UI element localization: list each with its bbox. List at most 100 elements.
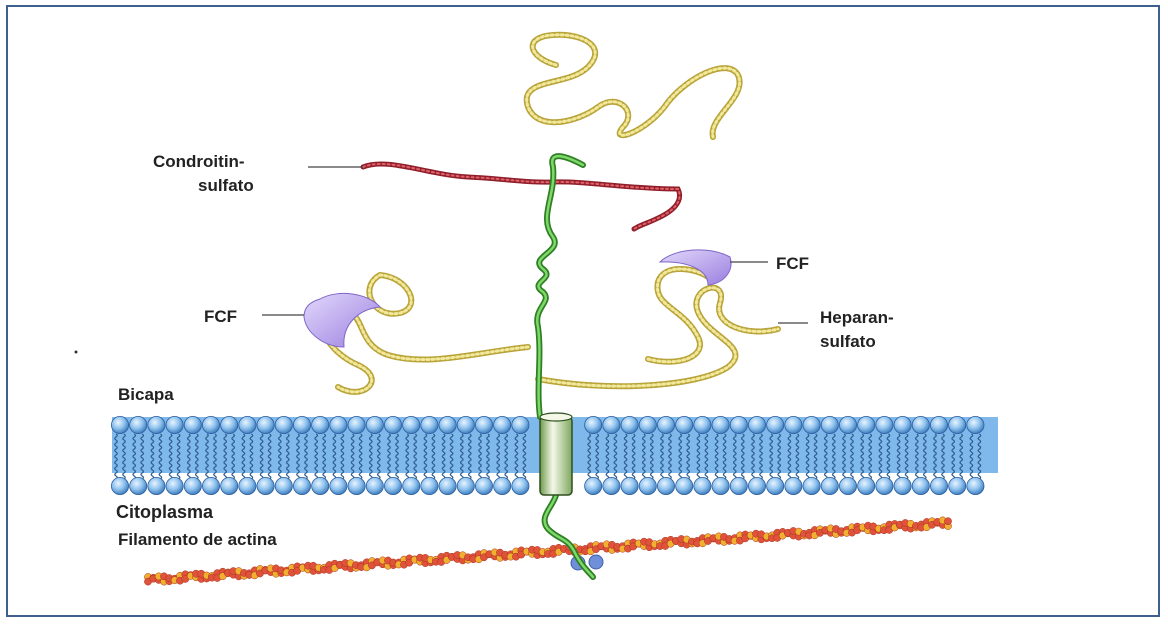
stray-dot xyxy=(75,351,78,354)
lipid-head xyxy=(621,477,638,494)
diagram-frame: Condroitin- sulfato FCF FCF Heparan- sul… xyxy=(6,5,1160,617)
lipid-head xyxy=(239,416,256,433)
lipid-head xyxy=(894,477,911,494)
lipid-head xyxy=(949,416,966,433)
lipid-head xyxy=(621,416,638,433)
lipid-head xyxy=(748,416,765,433)
label-citoplasma: Citoplasma xyxy=(116,502,214,522)
lipid-head xyxy=(803,477,820,494)
lipid-head xyxy=(439,416,456,433)
core-protein xyxy=(537,156,593,577)
lipid-head xyxy=(785,477,802,494)
label-heparan-line1: Heparan- xyxy=(820,308,894,327)
lipid-head xyxy=(111,416,128,433)
lipid-head xyxy=(293,477,310,494)
lipid-head xyxy=(184,477,201,494)
lipid-head xyxy=(239,477,256,494)
lipid-head xyxy=(148,416,165,433)
lipid-head xyxy=(839,477,856,494)
lipid-head xyxy=(894,416,911,433)
heparan-chain-right xyxy=(538,288,778,386)
lipid-head xyxy=(585,416,602,433)
lipid-head xyxy=(130,477,147,494)
lipid-head xyxy=(512,416,529,433)
lipid-head xyxy=(603,416,620,433)
lipid-head xyxy=(730,416,747,433)
lipid-head xyxy=(858,477,875,494)
lipid-head xyxy=(694,416,711,433)
lipid-head xyxy=(512,477,529,494)
lipid-head xyxy=(348,477,365,494)
label-filamento-actina: Filamento de actina xyxy=(118,530,277,549)
lipid-head xyxy=(257,416,274,433)
label-condroitin-line2: sulfato xyxy=(198,176,254,195)
lipid-head xyxy=(275,477,292,494)
lipid-head xyxy=(475,477,492,494)
lipid-head xyxy=(202,477,219,494)
lipid-head xyxy=(457,416,474,433)
lipid-head xyxy=(166,477,183,494)
lipid-head xyxy=(348,416,365,433)
actin-monomer xyxy=(944,518,951,525)
lipid-head xyxy=(403,477,420,494)
lipid-head xyxy=(403,416,420,433)
label-bicapa: Bicapa xyxy=(118,385,174,404)
lipid-head xyxy=(930,416,947,433)
lipid-head xyxy=(821,416,838,433)
label-condroitin-line1: Condroitin- xyxy=(153,152,245,171)
lipid-head xyxy=(585,477,602,494)
heparan-sulfate-chains xyxy=(323,35,778,392)
lipid-head xyxy=(639,416,656,433)
lipid-head xyxy=(603,477,620,494)
chondroitin-sulfate-chain xyxy=(363,164,680,229)
lipid-head xyxy=(657,416,674,433)
lipid-head xyxy=(312,416,329,433)
lipid-head xyxy=(421,477,438,494)
lipid-head xyxy=(421,416,438,433)
lipid-head xyxy=(767,477,784,494)
proteoglycan-diagram: Condroitin- sulfato FCF FCF Heparan- sul… xyxy=(8,7,1162,619)
lipid-head xyxy=(803,416,820,433)
lipid-head xyxy=(202,416,219,433)
anchor-protein xyxy=(589,555,603,569)
lipid-head xyxy=(384,477,401,494)
lipid-head xyxy=(148,477,165,494)
lipid-head xyxy=(366,477,383,494)
lipid-head xyxy=(821,477,838,494)
heparan-chain-left xyxy=(323,275,528,392)
lipid-head xyxy=(366,416,383,433)
lipid-head xyxy=(221,416,238,433)
label-fcf-left: FCF xyxy=(204,307,237,326)
lipid-head xyxy=(494,477,511,494)
lipid-head xyxy=(475,416,492,433)
lipid-head xyxy=(876,416,893,433)
lipid-head xyxy=(439,477,456,494)
transmembrane-domain xyxy=(540,417,572,495)
lipid-head xyxy=(494,416,511,433)
lipid-head xyxy=(967,416,984,433)
transmembrane-domain-top xyxy=(540,413,572,421)
lipid-head xyxy=(330,416,347,433)
label-heparan-line2: sulfato xyxy=(820,332,876,351)
lipid-head xyxy=(930,477,947,494)
lipid-head xyxy=(712,416,729,433)
label-fcf-right: FCF xyxy=(776,254,809,273)
lipid-head xyxy=(330,477,347,494)
lipid-head xyxy=(748,477,765,494)
lipid-head xyxy=(767,416,784,433)
lipid-head xyxy=(457,477,474,494)
lipid-head xyxy=(257,477,274,494)
lipid-head xyxy=(384,416,401,433)
lipid-head xyxy=(130,416,147,433)
lipid-head xyxy=(221,477,238,494)
lipid-head xyxy=(858,416,875,433)
lipid-head xyxy=(639,477,656,494)
lipid-head xyxy=(312,477,329,494)
lipid-head xyxy=(785,416,802,433)
lipid-head xyxy=(712,477,729,494)
lipid-head xyxy=(730,477,747,494)
lipid-head xyxy=(839,416,856,433)
lipid-head xyxy=(184,416,201,433)
lipid-head xyxy=(293,416,310,433)
lipid-head xyxy=(275,416,292,433)
